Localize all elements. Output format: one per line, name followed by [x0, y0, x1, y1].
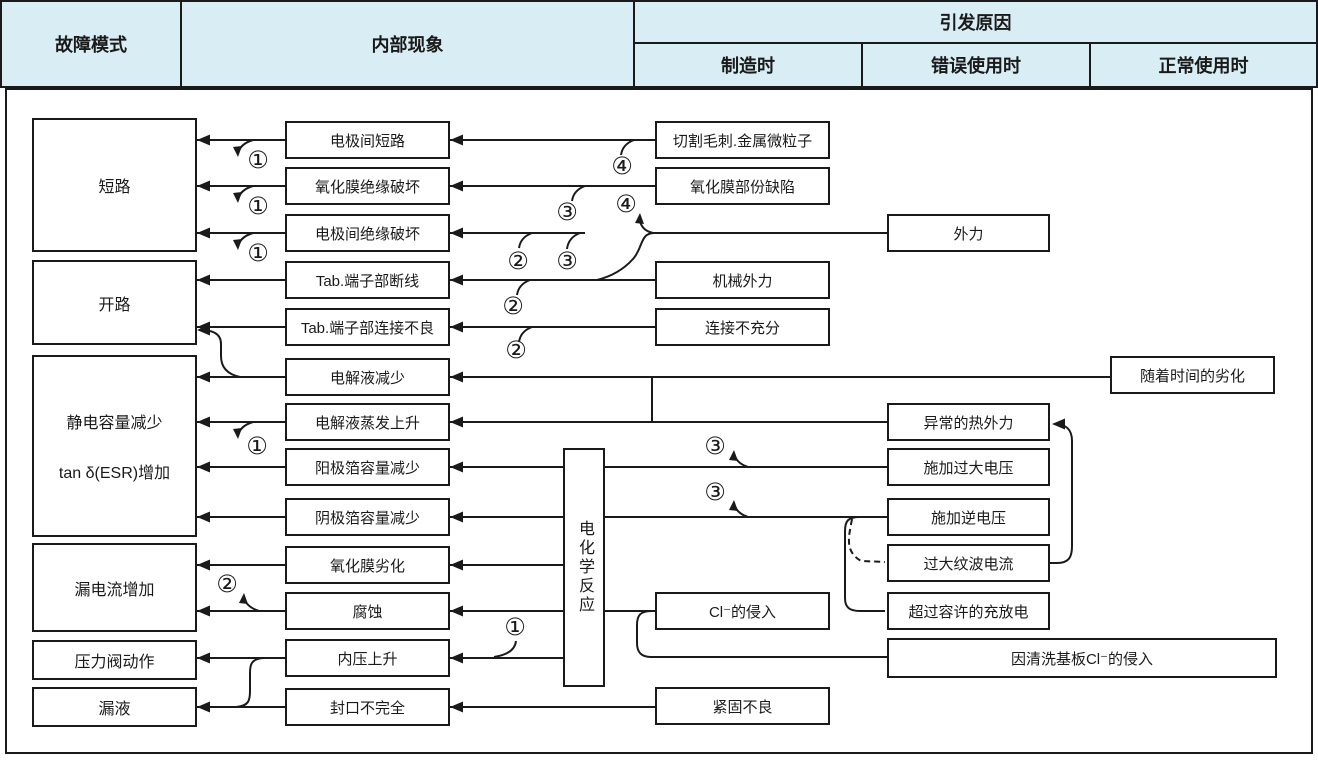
circled-marker-1: ①	[246, 433, 268, 460]
dashed-line	[848, 518, 886, 563]
failure-box-leakage-current: 漏电流增加	[32, 543, 197, 632]
failure-box-open-circuit: 开路	[32, 260, 197, 345]
cause-box-time-degradation: 随着时间的劣化	[1110, 356, 1275, 394]
failure-box-capacitance-decrease: 静电容量减少 tan δ(ESR)增加	[32, 355, 197, 537]
cause-box-mechanical-force: 机械外力	[655, 261, 830, 299]
circled-marker-4: ④	[611, 153, 633, 180]
phenomenon-box-cathode-foil-capacity: 阴极箔容量减少	[285, 498, 450, 536]
cause-box-excess-ripple-current: 过大纹波电流	[887, 544, 1050, 582]
failure-box-liquid-leakage: 漏液	[32, 687, 197, 727]
phenomenon-box-tab-bad-connection: Tab.端子部连接不良	[285, 308, 450, 346]
phenomenon-box-incomplete-sealing: 封口不完全	[285, 688, 450, 726]
circled-marker-3: ③	[556, 248, 578, 275]
circled-marker-1: ①	[504, 614, 526, 641]
failure-box-pressure-valve: 压力阀动作	[32, 640, 197, 680]
cause-box-board-cleaning-cl: 因清洗基板Cl⁻的侵入	[887, 638, 1277, 678]
circled-marker-2: ②	[505, 337, 527, 364]
header-cause-manufacturing: 制造时	[635, 44, 863, 86]
flow-lines	[197, 139, 1110, 708]
phenomenon-box-electrolyte-evaporation: 电解液蒸发上升	[285, 403, 450, 441]
circled-marker-1: ①	[247, 193, 269, 220]
circled-marker-3: ③	[704, 479, 726, 506]
header-failure-mode: 故障模式	[2, 2, 182, 86]
phenomenon-box-electrode-insulation-breakdown: 电极间绝缘破坏	[285, 214, 450, 252]
cause-box-oxide-partial-defect: 氧化膜部份缺陷	[655, 167, 830, 205]
header-cause: 引发原因	[635, 2, 1316, 44]
phenomenon-box-oxide-insulation-breakdown: 氧化膜绝缘破坏	[285, 167, 450, 205]
phenomenon-box-electrode-short: 电极间短路	[285, 121, 450, 159]
circled-marker-2: ②	[502, 293, 524, 320]
failure-box-short-circuit: 短路	[32, 118, 197, 252]
circled-marker-1: ①	[247, 240, 269, 267]
esr-increase-label: tan δ(ESR)增加	[58, 465, 171, 482]
circled-marker-1: ①	[247, 147, 269, 174]
cause-box-overvoltage: 施加过大电压	[887, 448, 1050, 486]
phenomenon-box-oxide-degradation: 氧化膜劣化	[285, 546, 450, 584]
cause-box-cl-intrusion: Cl⁻的侵入	[655, 592, 830, 630]
cause-box-reverse-voltage: 施加逆电压	[887, 498, 1050, 536]
header-internal-phenomenon: 内部现象	[182, 2, 635, 86]
circled-marker-2: ②	[507, 248, 529, 275]
phenomenon-box-corrosion: 腐蚀	[285, 592, 450, 630]
table-header: 故障模式 内部现象 引发原因 制造时 错误使用时 正常使用时	[0, 0, 1318, 88]
circled-marker-2: ②	[216, 571, 238, 598]
cause-box-abnormal-thermal-stress: 异常的热外力	[887, 403, 1050, 441]
cause-box-cutting-burr: 切割毛刺.金属微粒子	[655, 121, 830, 159]
circled-marker-3: ③	[556, 199, 578, 226]
cause-box-insufficient-connection: 连接不充分	[655, 308, 830, 346]
circled-marker-3: ③	[704, 433, 726, 460]
capacitance-decrease-label: 静电容量减少	[66, 415, 163, 432]
header-cause-misuse: 错误使用时	[863, 44, 1091, 86]
phenomenon-box-electrolyte-decrease: 电解液减少	[285, 358, 450, 396]
circled-marker-4: ④	[615, 191, 637, 218]
cause-box-bad-fastening: 紧固不良	[655, 687, 830, 725]
header-cause-normal: 正常使用时	[1158, 56, 1249, 76]
cause-box-external-force: 外力	[887, 214, 1050, 252]
cause-box-excess-charge-discharge: 超过容许的充放电	[887, 592, 1050, 630]
phenomenon-box-anode-foil-capacity: 阳极箔容量减少	[285, 448, 450, 486]
phenomenon-box-internal-pressure-rise: 内压上升	[285, 639, 450, 677]
phenomenon-box-tab-wire-break: Tab.端子部断线	[285, 261, 450, 299]
electrochemical-reaction-box: 电化学反应	[563, 448, 605, 687]
